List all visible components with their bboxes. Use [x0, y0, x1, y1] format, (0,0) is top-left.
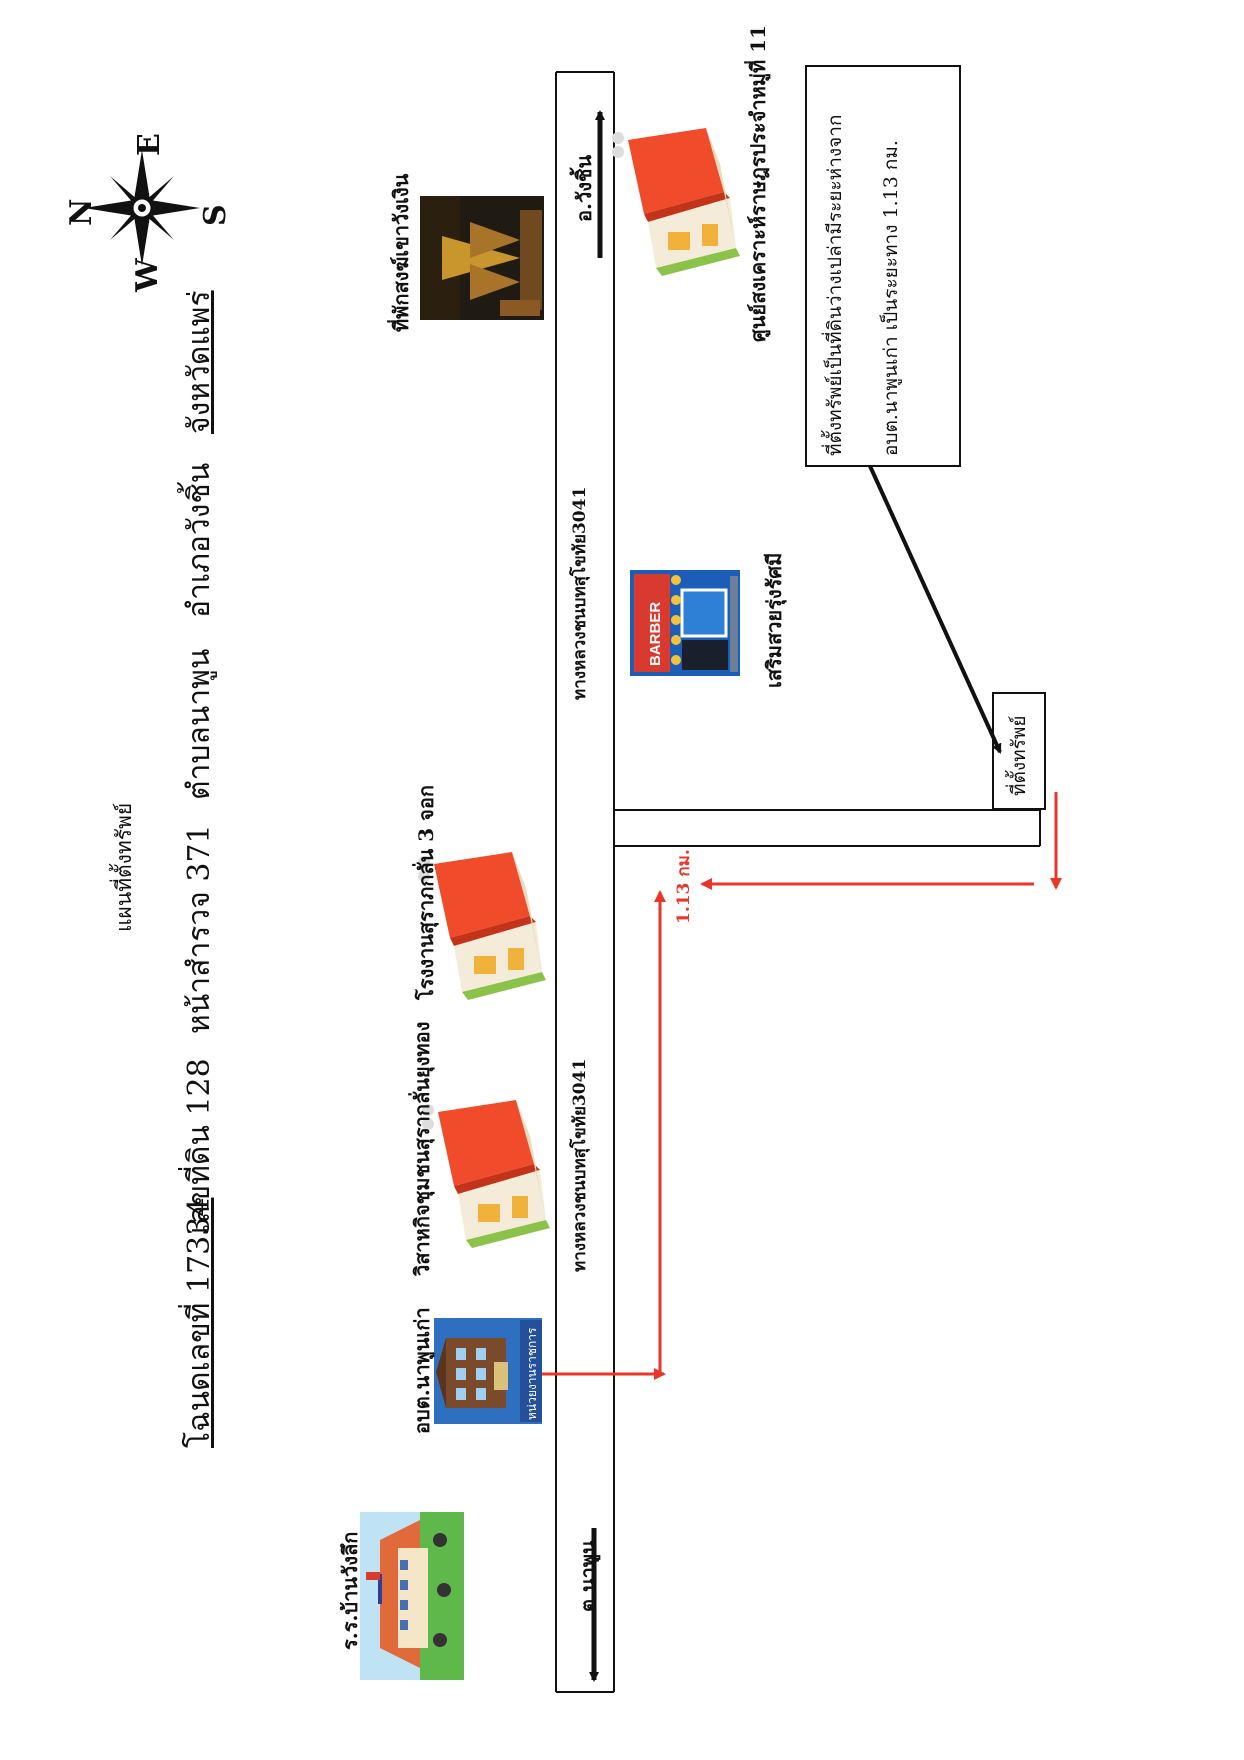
house-icon: [418, 852, 546, 1000]
infobox-line1: ที่ตั้งทรัพย์เป็นที่ดินว่างเปล่ามีระยะห่…: [824, 114, 846, 456]
house-icon: [422, 1100, 550, 1248]
compass-n: N: [64, 198, 99, 226]
direction-label-up: อ.วังชิ้น: [572, 154, 596, 222]
compass-rose-icon: [84, 150, 200, 266]
map-title: แผนที่ตั้งทรัพย์: [112, 802, 136, 932]
direction-label-down: ต.นาพูน: [576, 1540, 600, 1612]
label-temple: ที่พักสงฆ์เขาวังเงิน: [389, 173, 413, 332]
barber-shop-icon: BARBER: [630, 570, 740, 676]
side-road: [614, 809, 1041, 847]
government-sign-text: หน่วยงานราชการ: [525, 1327, 539, 1420]
distance-label: 1.13 กม.: [674, 849, 694, 924]
compass-w: W: [130, 258, 165, 292]
label-barber: เสริมสวยรุ่งรัศมี: [762, 552, 786, 688]
compass-s: S: [198, 204, 233, 226]
compass-e: E: [132, 133, 167, 156]
barber-sign-text: BARBER: [647, 602, 664, 666]
road-label-upper: ทางหลวงชนบทสุโขทัย3041: [570, 486, 590, 700]
government-building-icon: หน่วยงานราชการ: [434, 1318, 542, 1424]
parcel-number: เลขที่ดิน 128: [182, 1058, 217, 1234]
deed-number: โฉนดเลขที่ 17334: [182, 1197, 217, 1448]
label-tao: อบต.นาพูนเก่า: [410, 1307, 434, 1434]
district: อำเภอวังชิ้น: [182, 462, 217, 618]
temple-photo: [420, 196, 544, 320]
subdistrict: ตำบลนาพูน: [182, 648, 217, 800]
house-icon: [612, 128, 740, 276]
infobox-line2: อบต.นาพูนเก่า เป็นระยะทาง 1.13 กม.: [880, 140, 902, 456]
survey-page: หน้าสำรวจ 371: [182, 824, 217, 1034]
property-label: ที่ตั้งทรัพย์: [1008, 715, 1030, 796]
info-box: [805, 65, 961, 467]
school-icon: [360, 1512, 464, 1680]
label-community-center: ศูนย์สงเคราะห์ราษฎรประจำหมู่ที่ 11: [746, 25, 770, 342]
province: จังหวัดแพร่: [182, 290, 217, 434]
label-factory: โรงงานสุราภกลั่น 3 จอก: [414, 785, 438, 1000]
route-path: [536, 792, 1062, 1380]
road-label-lower: ทางหลวงชนบทสุโขทัย3041: [570, 1058, 590, 1272]
label-school: ร.ร.บ้านวังลึก: [338, 1531, 362, 1650]
label-enterprise: วิสาหกิจชุมชนสุรากลั่นยุงทอง: [410, 1021, 434, 1276]
pointer-arrow: [868, 465, 1002, 754]
